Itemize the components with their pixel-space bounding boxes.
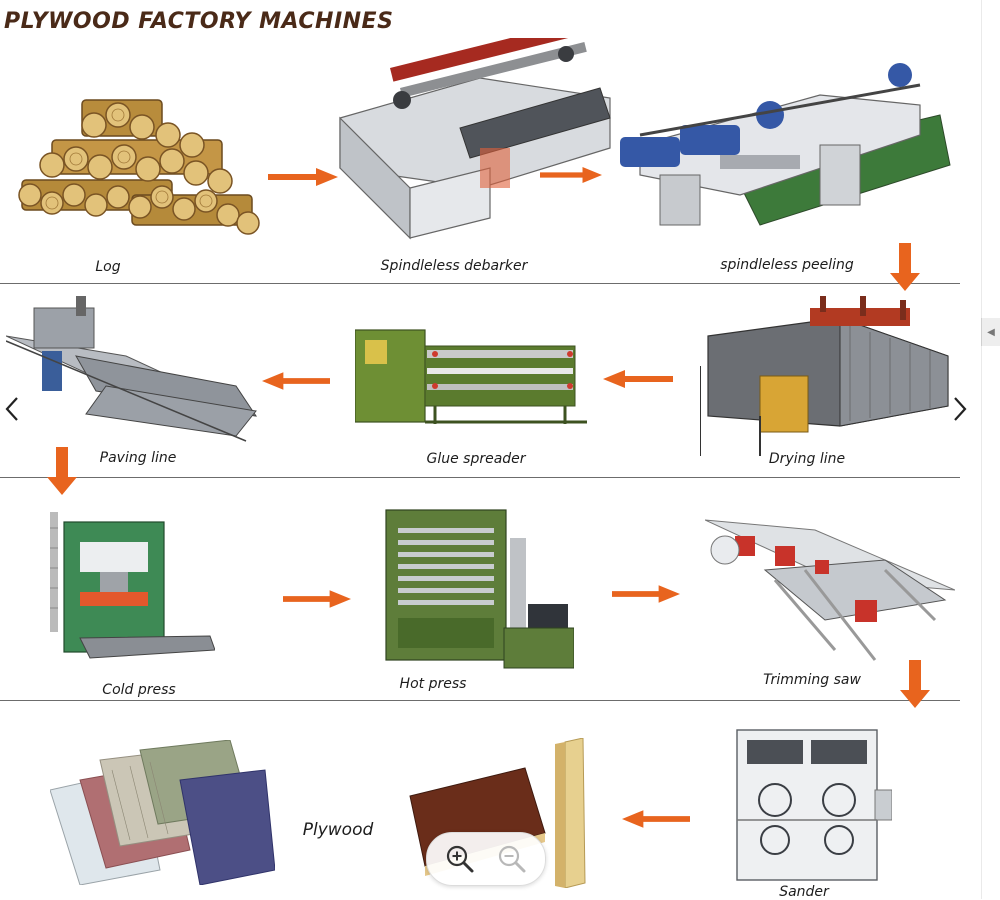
log-image [18, 99, 260, 235]
caption-debarker: Spindleless debarker [380, 258, 528, 274]
arrow-left-icon [603, 370, 673, 388]
caption-cold-press: Cold press [102, 682, 176, 698]
carousel-prev-button[interactable] [0, 394, 24, 424]
chevron-right-icon [954, 397, 967, 421]
carousel-next-button[interactable] [948, 394, 972, 424]
zoom-in-button[interactable] [440, 839, 480, 879]
hot-press-image [385, 509, 574, 669]
arrow-left-icon [262, 372, 330, 390]
arrow-right-icon [268, 168, 338, 186]
arrow-down-icon [900, 660, 930, 708]
chevron-left-icon [5, 397, 18, 421]
caption-hot-press: Hot press [399, 676, 467, 692]
caption-sander: Sander [779, 884, 829, 900]
drying-line-image [700, 296, 949, 456]
zoom-out-button[interactable] [492, 839, 532, 879]
row-divider-1 [0, 283, 960, 284]
sander-image [736, 729, 892, 881]
trimming-saw-image [705, 519, 955, 661]
glue-spreader-image [355, 329, 587, 424]
cold-press-image [50, 512, 215, 659]
arrow-right-icon [540, 166, 602, 184]
caption-drying: Drying line [768, 451, 846, 467]
row-divider-3 [0, 700, 960, 701]
arrow-right-icon [612, 585, 680, 603]
page-title: PLYWOOD FACTORY MACHINES [4, 9, 394, 34]
zoom-controls [426, 832, 546, 886]
caption-peeling: spindleless peeling [720, 257, 854, 273]
zoom-in-icon [446, 845, 474, 873]
arrow-right-icon [283, 590, 351, 608]
arrow-left-icon [622, 810, 690, 828]
caption-plywood: Plywood [302, 820, 374, 840]
paving-line-image [6, 296, 258, 442]
spindleless-peeling-image [620, 63, 951, 226]
caption-paving: Paving line [99, 450, 177, 466]
caret-left-icon: ◀ [987, 326, 995, 338]
row-divider-2 [0, 477, 960, 478]
side-panel-toggle[interactable]: ◀ [981, 318, 1000, 346]
caption-glue: Glue spreader [426, 451, 526, 467]
viewer-edge [981, 0, 982, 899]
arrow-down-icon [47, 447, 77, 495]
caption-trimming: Trimming saw [763, 672, 861, 688]
zoom-out-icon [499, 845, 526, 873]
arrow-down-icon [890, 243, 920, 291]
caption-log: Log [95, 259, 121, 275]
spindleless-debarker-image [339, 38, 611, 240]
plywood-boards-image [50, 740, 275, 885]
